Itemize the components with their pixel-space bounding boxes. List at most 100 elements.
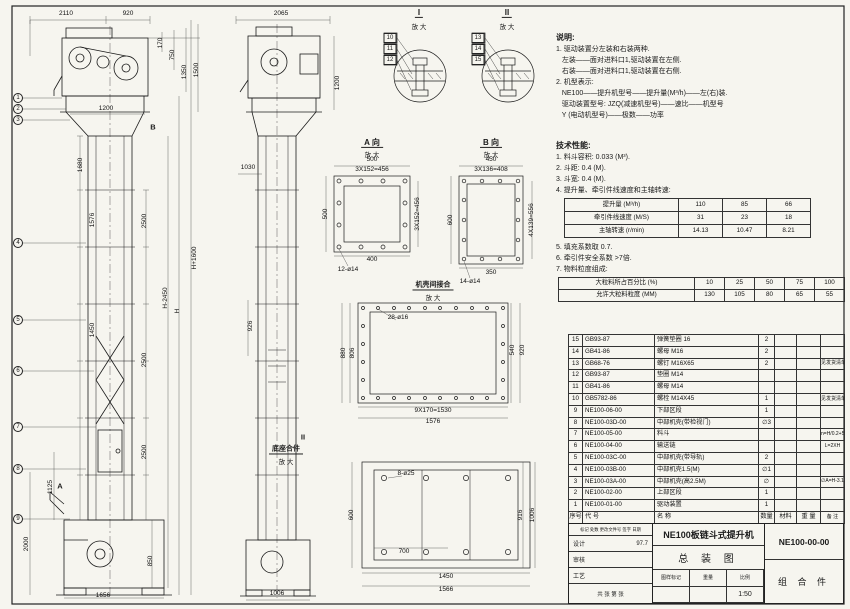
table-cell: 备 注 (820, 510, 845, 524)
table-cell: 6 (568, 440, 583, 453)
table-cell: 55 (814, 289, 845, 302)
drawing-number: NE100-00-00 (765, 524, 843, 560)
table-cell: 9 (568, 404, 583, 418)
detail-B-flange (458, 175, 524, 265)
scale-label: 比例 (727, 570, 764, 587)
table-cell: 3 (568, 475, 583, 489)
table-cell: NE100-03D-00 (582, 416, 655, 430)
detail-joint-dims (341, 303, 521, 419)
table-cell: ∅ (758, 475, 775, 489)
table-cell: 18 (766, 211, 811, 225)
table-cell (796, 499, 821, 512)
table-cell: 10 (568, 392, 583, 406)
check-label: 审核 (573, 558, 586, 564)
table-cell: 31 (678, 211, 723, 225)
table-cell: 名 称 (654, 510, 759, 524)
table-cell: 4 (568, 463, 583, 477)
detail-joint-subtitle: 放 大 (425, 295, 441, 302)
note-line: 1. 驱动装置分左装和右装两种. (556, 46, 650, 53)
table-cell: 105 (724, 289, 755, 302)
note-line: 驱动装置型号: JZQ(减速机型号)——速比——机型号 (556, 101, 724, 108)
table-cell: 10 (694, 277, 725, 290)
table-cell: GB93-87 (582, 334, 655, 347)
table-cell: 1 (568, 499, 583, 512)
tech-heading: 技术性能: (556, 141, 591, 150)
sign-row-check: 审核 (569, 552, 652, 568)
detail-I (383, 32, 447, 103)
table-cell: 螺钉 M16X65 (654, 357, 759, 371)
table-cell (758, 369, 775, 383)
sign-row-design: 设计 97.7 (569, 536, 652, 552)
note-line: 左装——面对进料口1,驱动装置在左侧. (556, 57, 682, 64)
table-cell (796, 428, 821, 442)
table-cell: 25 (724, 277, 755, 290)
tech-lines: 1. 料斗容积: 0.033 (M³).2. 斗距: 0.4 (M).3. 斗宽… (556, 152, 848, 196)
table-cell (774, 487, 797, 501)
note-line: 2. 斗距: 0.4 (M). (556, 165, 606, 172)
detail-casing-joint (357, 302, 509, 404)
table-cell (774, 475, 797, 489)
elevation-side (239, 24, 322, 598)
table-cell: 130 (694, 289, 725, 302)
table-cell (796, 463, 821, 477)
dimension-lines-view2 (235, 16, 335, 601)
table-cell: 下部区段 (654, 404, 759, 418)
detail-A-dims (325, 165, 419, 267)
table-cell (774, 369, 797, 383)
elevation-front (49, 26, 172, 598)
table-cell: 1 (758, 404, 775, 418)
detail-A-title: A 向 (361, 138, 383, 149)
table-cell (774, 428, 797, 442)
table-cell: 75 (784, 277, 815, 290)
table-cell: NE100-03A-00 (582, 475, 655, 489)
table-cell (796, 357, 821, 371)
detail-base-subtitle: 放 大 (278, 459, 294, 466)
table-cell: NE100-03C-00 (582, 451, 655, 465)
drawing-title: NE100板链斗式提升机 (653, 524, 764, 546)
table-cell: 14.13 (678, 224, 723, 238)
weight-value (690, 586, 727, 603)
dimension-lines-view1 (22, 16, 200, 599)
table-cell (820, 381, 845, 394)
note-line: 7. 物料粒度组成: (556, 266, 608, 273)
detail-B-dims (450, 165, 533, 279)
table-cell (774, 357, 797, 371)
table-cell (774, 440, 797, 453)
table-cell (796, 345, 821, 359)
table-cell: 7 (568, 428, 583, 442)
table-cell: 85 (722, 198, 767, 212)
table-cell: 驱动装置 (654, 499, 759, 512)
table-cell: L=2XH (820, 440, 845, 453)
detail-base-assembly (361, 461, 531, 569)
notes-heading: 说明: (556, 33, 575, 42)
table-cell: GB41-86 (582, 381, 655, 394)
table-cell: 10.47 (722, 224, 767, 238)
detail-B-title: B 向 (480, 138, 502, 149)
table-cell: 见发货清单 (820, 392, 845, 406)
table-cell (796, 451, 821, 465)
table-cell: GB41-86 (582, 345, 655, 359)
table-cell (820, 369, 845, 383)
table-cell: 8 (568, 416, 583, 430)
table-cell: 数量 (758, 510, 775, 524)
table-cell: 66 (766, 198, 811, 212)
table-cell: 中部机壳(带检视门) (654, 416, 759, 430)
table-cell: 1 (758, 499, 775, 512)
table-cell (758, 381, 775, 394)
table-cell: 65 (784, 289, 815, 302)
table-cell: NE100-01-00 (582, 499, 655, 512)
note-line: 1. 料斗容积: 0.033 (M³). (556, 154, 630, 161)
title-block: 标记 处数 更改文件号 签字 日期 设计 97.7 审核 工艺 共 张 第 张 … (568, 523, 844, 604)
table-cell (774, 404, 797, 418)
table-cell: 8.21 (766, 224, 811, 238)
